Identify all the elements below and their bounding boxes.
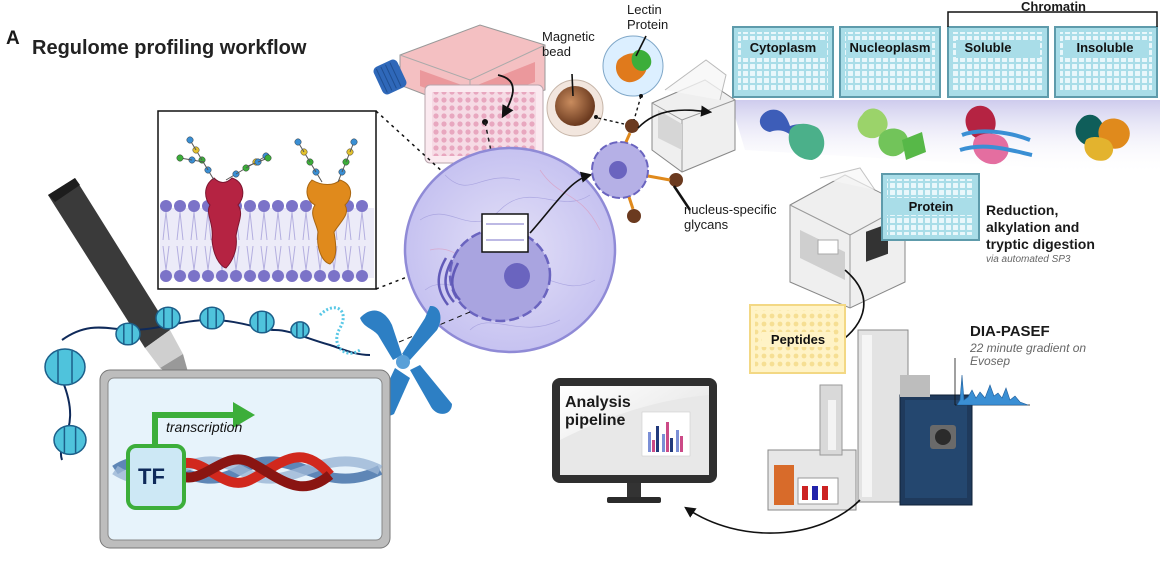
golgi — [437, 257, 461, 306]
panel-letter: A — [6, 28, 20, 49]
chromatogram — [954, 358, 1030, 406]
processing-note: via automated SP3 — [986, 254, 1071, 265]
gene-zoom-box — [99, 369, 391, 549]
nucleus-glycans-label: nucleus-specific glycans — [684, 202, 777, 232]
magnetic-bead-label: Magnetic bead — [542, 29, 595, 59]
lectin-protein — [602, 35, 664, 97]
tf-label: TF — [138, 464, 165, 489]
glycoprotein-red — [205, 177, 244, 269]
glycan-chains — [176, 136, 358, 183]
chromatin-bracket — [947, 11, 1158, 27]
membrane-zoom-marker — [481, 213, 529, 253]
analysis-pipeline-label: Analysis pipeline — [565, 394, 631, 429]
fraction-label-soluble: Soluble — [964, 40, 1012, 55]
processing-step-label: Reduction, alkylation and tryptic digest… — [986, 202, 1095, 252]
analysis-monitor — [552, 378, 717, 503]
ms-to-analysis-arrow — [684, 499, 861, 534]
transcription-label: transcription — [166, 419, 243, 435]
cell — [403, 146, 617, 354]
cell-to-nucleus-arrow — [529, 171, 593, 234]
fraction-fan — [730, 100, 1160, 175]
liquid-handler-middle — [789, 167, 906, 309]
fraction-label-insoluble: Insoluble — [1076, 40, 1134, 55]
ms-gradient-label: 22 minute gradient on Evosep — [970, 341, 1087, 369]
fraction-plates — [732, 26, 1158, 98]
peptides-label: Peptides — [762, 332, 834, 347]
flask-to-plate-arrow — [497, 74, 514, 119]
ms-method-label: DIA-PASEF — [970, 323, 1050, 340]
liquid-handler-top — [651, 59, 736, 173]
fraction-label-cytoplasm: Cytoplasm — [749, 40, 817, 55]
lectin-protein-label: Lectin Protein — [627, 2, 669, 32]
glycoprotein-orange — [306, 179, 352, 265]
mass-spectrometer — [857, 329, 973, 506]
evosep-lc — [767, 384, 857, 511]
magnetic-bead — [546, 79, 604, 137]
protein-label: Protein — [885, 198, 977, 215]
nucleosomes — [44, 306, 310, 456]
chromatin-label: Chromatin — [1021, 0, 1086, 14]
isolated-nucleus — [591, 119, 683, 223]
fraction-proteins — [759, 105, 1130, 165]
fraction-label-nucleoplasm: Nucleoplasm — [849, 40, 931, 55]
membrane-zoom-box — [157, 110, 377, 290]
figure-title: Regulome profiling workflow — [32, 37, 307, 59]
